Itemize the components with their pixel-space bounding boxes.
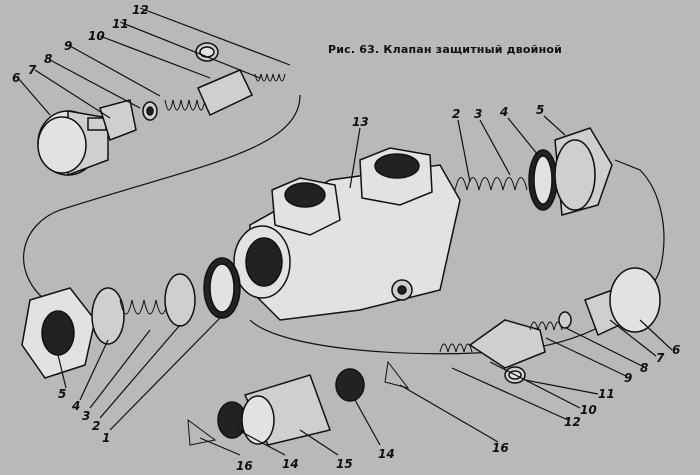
leader-8-tl xyxy=(49,59,141,109)
piston-10 xyxy=(197,69,254,117)
callout-11-tl: 11 xyxy=(112,17,129,31)
callout-7-br: 7 xyxy=(656,351,665,365)
nut-5-thread xyxy=(554,139,596,211)
leader-5-bl xyxy=(57,354,67,389)
seal-1-inner xyxy=(209,263,235,313)
filter-15-end xyxy=(241,395,275,445)
clip-16-right xyxy=(384,360,410,389)
callout-6-tl: 6 xyxy=(12,71,20,85)
leader-13 xyxy=(349,127,361,189)
seal-4-left xyxy=(91,287,125,345)
leader-3-tr xyxy=(479,119,511,176)
top-right-assembly xyxy=(454,127,613,216)
callout-14-bc-right: 14 xyxy=(378,447,395,461)
callout-12-tl: 12 xyxy=(132,3,149,17)
insert-8 xyxy=(99,99,137,141)
callout-8-tl: 8 xyxy=(44,52,52,66)
callout-14-bc-left: 14 xyxy=(282,457,299,471)
leader-15-bc xyxy=(299,429,339,456)
callout-11-br: 11 xyxy=(598,387,615,401)
leader-8-br xyxy=(565,327,643,367)
port-right-hole xyxy=(374,153,420,179)
clip-14-right xyxy=(335,368,365,402)
valve-body xyxy=(233,147,461,321)
spring-12 xyxy=(254,73,286,82)
callout-1-bl: 1 xyxy=(102,431,110,445)
callout-15-bc: 15 xyxy=(336,457,353,471)
leader-12-tl xyxy=(139,7,291,66)
callout-12-br: 12 xyxy=(564,415,581,429)
leader-16-bc xyxy=(199,437,241,456)
callout-4-bl: 4 xyxy=(71,399,80,413)
leader-12-br xyxy=(451,367,569,421)
cap-6-right xyxy=(609,267,661,333)
callout-7-tl: 7 xyxy=(28,63,37,77)
callout-3-bl: 3 xyxy=(82,409,90,423)
callout-9-br: 9 xyxy=(624,371,632,385)
leader-7-br xyxy=(609,319,657,357)
callout-16-br: 16 xyxy=(492,441,509,455)
leader-11-tl xyxy=(119,21,261,79)
callout-10-tl: 10 xyxy=(88,29,105,43)
callout-16-bc: 16 xyxy=(236,459,253,473)
port-left-hole xyxy=(284,182,326,208)
callout-3-tr: 3 xyxy=(474,107,482,121)
assembly-line-left xyxy=(23,94,301,301)
leader-7-tl xyxy=(34,69,111,119)
spring-2 xyxy=(454,177,528,191)
callout-10-br: 10 xyxy=(580,403,597,417)
callout-2-tr: 2 xyxy=(452,107,460,121)
spring-12-right xyxy=(439,343,473,353)
washer-8-right xyxy=(558,311,572,329)
leader-10-tl xyxy=(99,35,211,79)
ring-2-left xyxy=(164,273,196,327)
clip-16-left xyxy=(187,418,217,446)
callout-5-tr: 5 xyxy=(536,103,544,117)
seal-4-inner xyxy=(533,155,553,205)
figure-title: Рис. 63. Клапан защитный двойной xyxy=(328,43,563,56)
leader-10-br xyxy=(489,361,581,409)
callout-13: 13 xyxy=(352,115,369,129)
leader-14-bc-right xyxy=(354,399,381,446)
callout-4-tr: 4 xyxy=(499,105,508,119)
bottom-center-assembly xyxy=(187,368,365,446)
leader-16-br xyxy=(399,384,499,443)
leader-1-bl xyxy=(109,317,221,431)
leader-2-bl xyxy=(99,324,181,419)
leader-9-br xyxy=(545,337,627,377)
bottom-left-assembly xyxy=(21,257,241,379)
leader-14-bc-left xyxy=(237,429,286,456)
leader-4-tr xyxy=(507,117,539,156)
callout-2-bl: 2 xyxy=(92,419,100,433)
top-left-assembly xyxy=(37,42,286,177)
leader-9-tl xyxy=(69,45,161,97)
mount-lug-hole xyxy=(397,285,407,295)
leader-4-bl xyxy=(79,339,109,401)
cap-6-face xyxy=(37,116,87,174)
callout-9-tl: 9 xyxy=(64,39,72,53)
leader-6-tl xyxy=(17,77,51,116)
callout-8-br: 8 xyxy=(640,361,648,375)
spring-9-right xyxy=(529,321,563,331)
nut-5-left-bore xyxy=(41,310,75,356)
body-left-bore xyxy=(245,237,283,287)
leader-5-tr xyxy=(543,115,566,136)
ring-11-hole xyxy=(199,46,215,58)
bottom-right-assembly xyxy=(384,267,661,389)
callout-6-br: 6 xyxy=(672,343,680,357)
spring-10 xyxy=(164,99,206,111)
leader-2-tr xyxy=(457,119,471,183)
leader-3-bl xyxy=(89,329,151,409)
assembly-line-right xyxy=(249,159,665,355)
leader-11-br xyxy=(524,379,599,395)
piston-10-right xyxy=(468,319,546,369)
washer-9-hole xyxy=(146,106,154,116)
callout-5-bl: 5 xyxy=(58,387,66,401)
leader-6-br xyxy=(639,319,673,351)
